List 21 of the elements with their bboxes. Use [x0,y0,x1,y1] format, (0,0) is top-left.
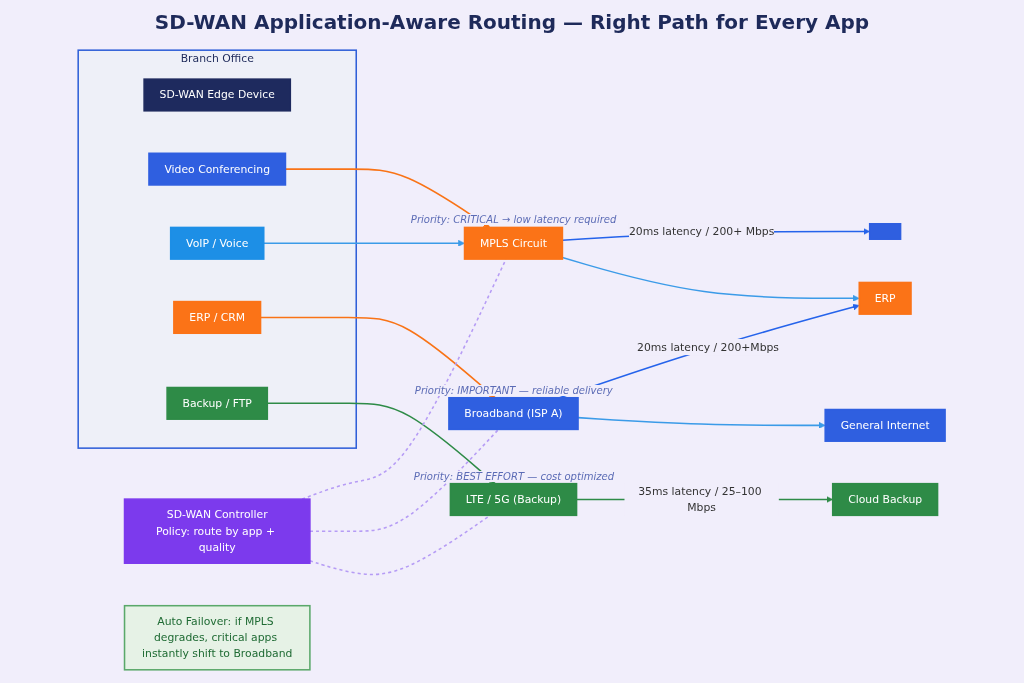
node-box: Video Conferencing [148,152,287,186]
node-box: Auto Failover: if MPLS degrades, critical apps instantly shift to Broadband [124,604,312,671]
node-box: VoIP / Voice [170,226,265,260]
node-box: LTE / 5G (Backup) [450,482,578,517]
node-box: SD-WAN Edge Device [143,78,292,112]
node-box: SD-WAN Controller Policy: route by app + quality [124,498,312,564]
node-box: Broadband (ISP A) [448,396,580,431]
diagram-title: SD-WAN Application-Aware Routing — Right Path for Every App [153,10,871,34]
edge-label: 20ms latency / 200+Mbps [637,340,780,353]
node-box: ERP [858,281,913,315]
connector [309,428,500,532]
arrow [285,168,491,228]
arrow [562,256,860,302]
node-box [869,223,902,240]
node-box: Cloud Backup [832,482,939,517]
node-box: Backup / FTP [166,386,269,420]
node-box: General Internet [824,408,947,442]
edge-label: 20ms latency / 200+ Mbps [629,224,775,238]
edge-label: 35ms latency / 25–100 Mbps [638,484,762,514]
node-box: ERP / CRM [173,300,262,334]
node-box: MPLS Circuit [464,226,564,260]
